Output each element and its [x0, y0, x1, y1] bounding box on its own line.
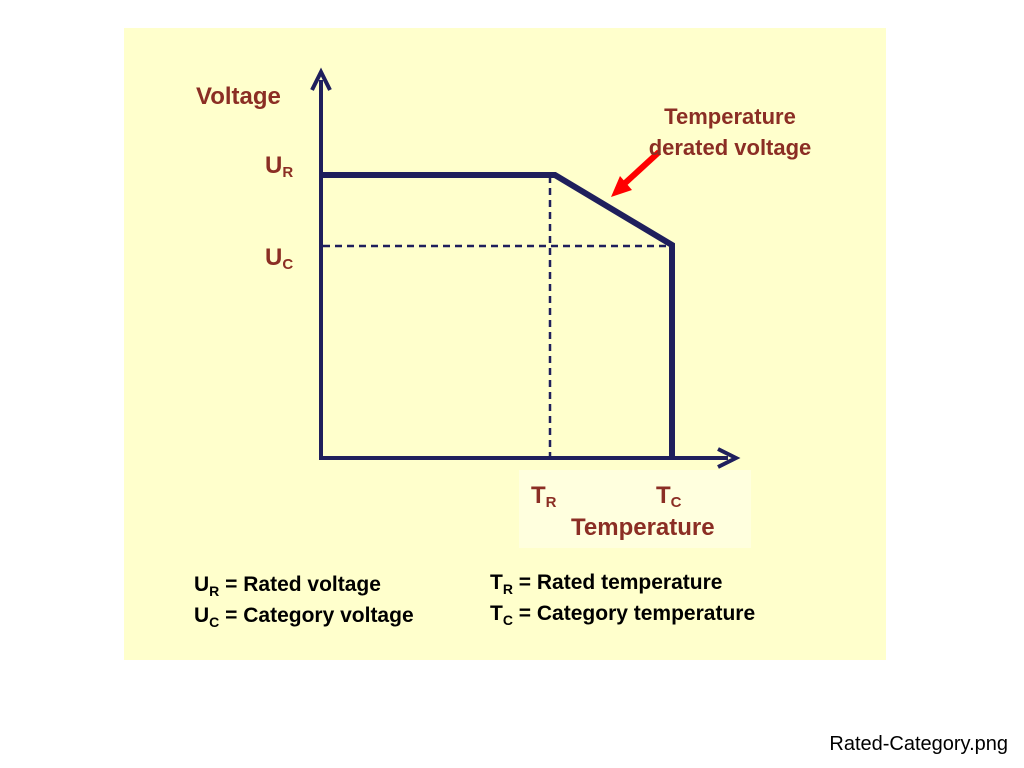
ur-level-label: UR: [265, 152, 294, 181]
tc-level-label: TC: [656, 482, 682, 511]
tr-level-label: TR: [531, 482, 557, 511]
diagram-panel: [124, 28, 886, 660]
annotation-arrow-head: [611, 176, 632, 197]
legend-item-tr: TR = Rated temperature: [490, 571, 723, 597]
y-axis-label: Voltage: [196, 83, 281, 110]
x-axis-label: Temperature: [571, 514, 715, 541]
voltage-derating-curve: [323, 172, 675, 458]
legend-item-ur: UR = Rated voltage: [194, 573, 381, 599]
x-axis-arrowhead: [717, 447, 741, 469]
uc-level-label: UC: [265, 244, 294, 273]
y-axis-arrowhead: [310, 67, 332, 91]
derated-voltage-annotation: Temperature derated voltage: [648, 104, 812, 160]
image-filename: Rated-Category.png: [829, 733, 1008, 755]
annotation-arrow-shaft: [620, 149, 662, 188]
legend-item-uc: UC = Category voltage: [194, 604, 414, 630]
legend-item-tc: TC = Category temperature: [490, 602, 756, 628]
temperature-label-box: [519, 470, 751, 548]
